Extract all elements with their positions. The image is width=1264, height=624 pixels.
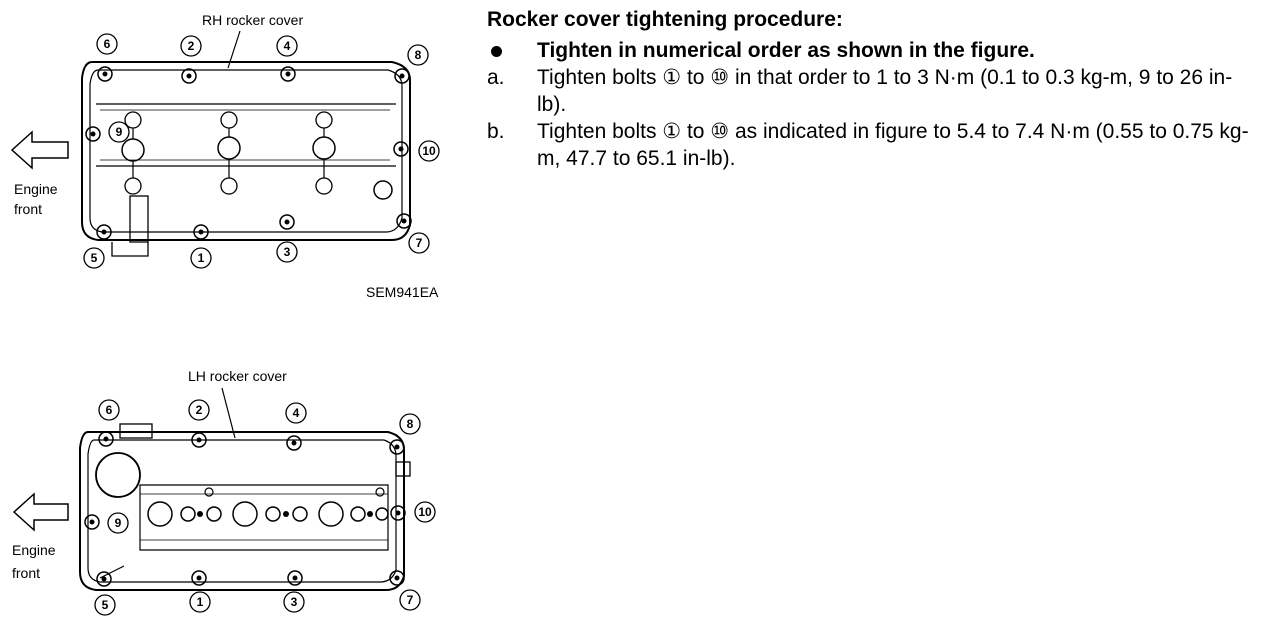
rh-bolt-heads (85, 66, 412, 240)
lh-bolt-6 (98, 431, 114, 447)
procedure-bullet-text: Tighten in numerical order as shown in t… (537, 39, 1035, 62)
lh-bolt-5 (96, 571, 112, 587)
rh-seq-6: 6 (104, 37, 111, 51)
lh-bolt-8 (389, 439, 405, 455)
rh-seq-3: 3 (284, 245, 291, 259)
lh-plug-holes (147, 501, 389, 527)
rh-bolt-6 (97, 66, 113, 82)
lh-bolt-7 (389, 570, 405, 586)
lh-bolt-1 (191, 570, 207, 586)
lh-bolt-heads (84, 431, 406, 587)
procedure-panel: Rocker cover tightening procedure: Tight… (487, 6, 1257, 172)
lh-seq-5: 5 (102, 598, 109, 612)
rh-seq-7: 7 (416, 236, 423, 250)
rh-seq-2: 2 (188, 39, 195, 53)
lh-engine-front-line2: front (12, 565, 40, 581)
lh-bolt-10 (390, 505, 406, 521)
bullet-icon (491, 45, 502, 57)
rh-cover-outline (81, 61, 411, 241)
lh-bolt-4 (286, 435, 302, 451)
procedure-bullet-row: Tighten in numerical order as shown in t… (487, 37, 1257, 64)
rh-bolt-1 (193, 224, 209, 240)
lh-rocker-cover-figure: LH rocker cover (12, 368, 436, 616)
lh-cover-label: LH rocker cover (188, 368, 287, 384)
lh-seq-8: 8 (407, 417, 414, 431)
rh-bolt-7 (396, 213, 412, 229)
procedure-step-b: b. Tighten bolts ① to ⑩ as indicated in … (487, 118, 1257, 172)
rh-left-arrow-icon (10, 130, 69, 170)
rh-bolt-4 (280, 66, 296, 82)
rh-engine-front-line2: front (14, 201, 42, 217)
rh-plug-hole-1 (121, 111, 145, 195)
rh-plug-hole-2 (217, 111, 241, 195)
lh-bolt-9 (84, 514, 100, 530)
rh-seq-8: 8 (415, 48, 422, 62)
lh-label-leader (221, 387, 236, 439)
rh-bolt-8 (394, 68, 410, 84)
rh-cover-label: RH rocker cover (202, 12, 303, 28)
figure-code: SEM941EA (366, 284, 439, 300)
lh-oil-filler-cap (95, 452, 141, 498)
procedure-step-a: a. Tighten bolts ① to ⑩ in that order to… (487, 64, 1257, 118)
rh-plug-hole-3 (312, 111, 336, 195)
step-b-marker: b. (487, 120, 505, 143)
lh-pcv-valve (119, 423, 153, 439)
procedure-title: Rocker cover tightening procedure: (487, 8, 843, 31)
step-a-marker: a. (487, 66, 505, 89)
lh-seq-9: 9 (115, 516, 122, 530)
rh-rocker-cover-figure: RH rocker cover (10, 12, 440, 300)
rh-seq-10: 10 (422, 144, 436, 158)
rh-oil-cap (373, 180, 393, 200)
rh-engine-front-line1: Engine (14, 181, 58, 197)
lh-sequence-numbers (94, 399, 436, 616)
step-b-text: Tighten bolts ① to ⑩ as indicated in fig… (537, 120, 1249, 170)
lh-seq-1: 1 (197, 595, 204, 609)
lh-seq-2: 2 (196, 403, 203, 417)
rh-bolt-2 (181, 68, 197, 84)
lh-engine-front-line1: Engine (12, 542, 56, 558)
lh-bolt-3 (287, 570, 303, 586)
rh-seq-9: 9 (116, 125, 123, 139)
rh-bolt-5 (96, 224, 112, 240)
lh-left-arrow-icon (12, 492, 69, 532)
rh-sequence-numbers (83, 33, 440, 269)
rh-seq-5: 5 (91, 251, 98, 265)
lh-seq-4: 4 (293, 406, 300, 420)
lh-seq-7: 7 (407, 593, 414, 607)
lh-seq-3: 3 (291, 595, 298, 609)
lh-seq-10: 10 (418, 505, 432, 519)
rh-hose-bracket (129, 195, 149, 243)
rh-bolt-9 (85, 126, 101, 142)
rh-bolt-3 (279, 214, 295, 230)
rh-seq-1: 1 (198, 251, 205, 265)
lh-bolt-2 (191, 432, 207, 448)
rh-seq-4: 4 (284, 39, 291, 53)
lh-seq-6: 6 (106, 403, 113, 417)
rh-bolt-10 (393, 141, 409, 157)
step-a-text: Tighten bolts ① to ⑩ in that order to 1 … (537, 66, 1233, 116)
